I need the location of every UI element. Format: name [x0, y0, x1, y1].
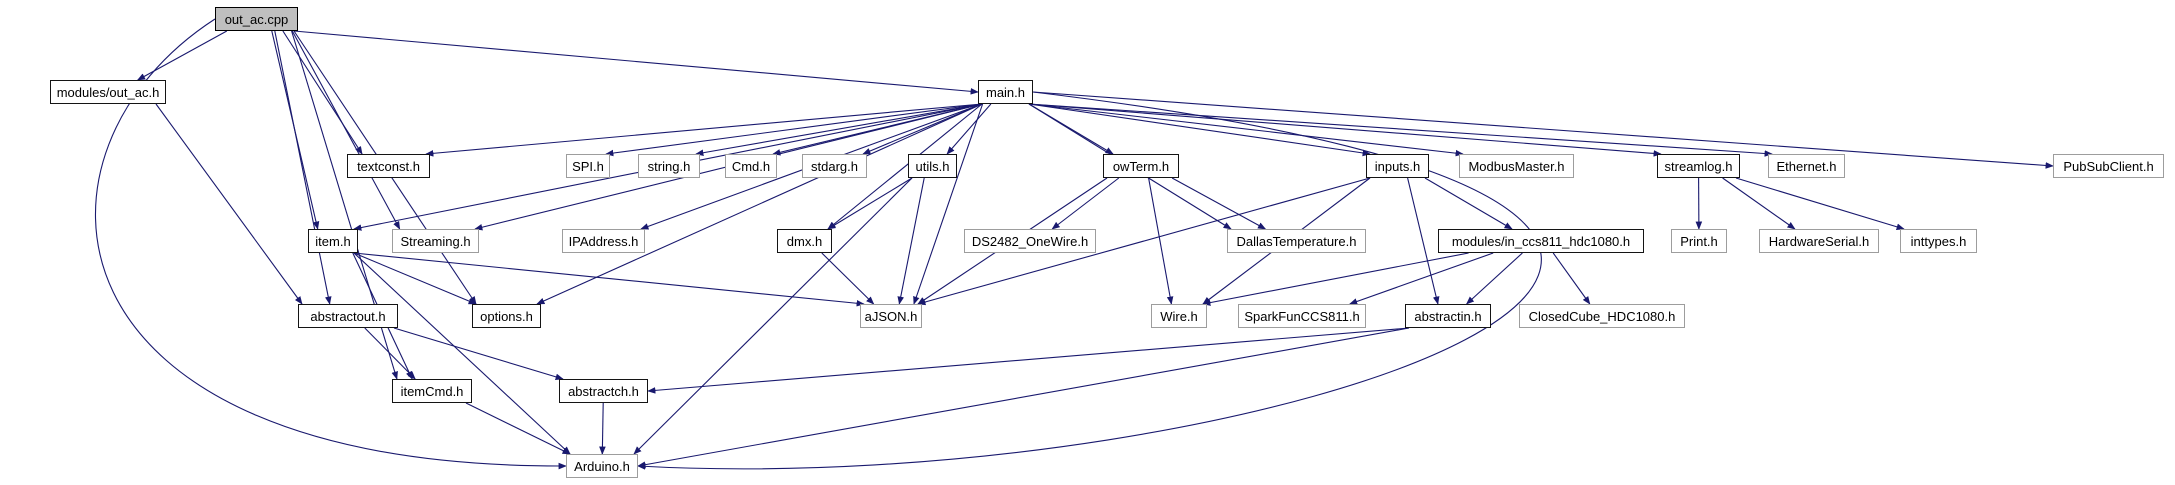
graph-node-textconst_h[interactable]: textconst.h [347, 154, 430, 178]
dependency-edge-abstractin_h-to-abstractch_h [647, 327, 1410, 394]
graph-node-inttypes_h: inttypes.h [1900, 229, 1977, 253]
dependency-edge-in_ccs811_h-to-closedcube_h [1552, 252, 1591, 305]
graph-node-hardwareserial_h: HardwareSerial.h [1759, 229, 1879, 253]
dependency-edge-modules_out_ac_h-to-abstractout_h [155, 103, 303, 305]
dependency-edge-in_ccs811_h-to-sparkfunccs811_h [1349, 252, 1494, 305]
graph-node-modbusmaster_h: ModbusMaster.h [1459, 154, 1574, 178]
dependency-edge-itemcmd_h-to-arduino_h [465, 402, 571, 455]
dependency-edge-abstractch_h-to-arduino_h [599, 402, 606, 455]
dependency-edge-main_h-to-modbusmaster_h [1028, 103, 1464, 157]
dependency-edge-inputs_h-to-abstractin_h [1407, 177, 1440, 305]
graph-node-streaming_h: Streaming.h [392, 229, 479, 253]
dependency-edge-main_h-to-inputs_h [1028, 103, 1371, 157]
dependency-edge-main_h-to-textconst_h [425, 103, 983, 157]
dependency-edge-streamlog_h-to-hardwareserial_h [1722, 177, 1796, 230]
dependency-edge-item_h-to-options_h [353, 252, 477, 305]
graph-node-out_ac_cpp[interactable]: out_ac.cpp [215, 7, 298, 31]
dependency-edge-main_h-to-pubsubclient_h [1032, 91, 2054, 169]
graph-node-string_h: string.h [638, 154, 700, 178]
dependency-edge-abstractin_h-to-arduino_h [637, 327, 1410, 468]
dependency-edge-main_h-to-string_h [695, 103, 983, 156]
dependency-edge-owterm_h-to-wire_h [1148, 177, 1174, 305]
dependency-edge-out_ac_cpp-to-abstractout_h [274, 30, 332, 305]
graph-node-options_h[interactable]: options.h [472, 304, 541, 328]
dependency-edge-inputs_h-to-ajson_h [917, 177, 1371, 306]
dependency-edge-utils_h-to-arduino_h [633, 177, 913, 455]
dependency-edge-utils_h-to-dmx_h [827, 177, 913, 230]
graph-node-owterm_h[interactable]: owTerm.h [1103, 154, 1179, 178]
dependency-edge-main_h-to-utils_h [946, 103, 992, 155]
graph-node-print_h: Print.h [1671, 229, 1727, 253]
dependency-edge-inputs_h-to-in_ccs811_h [1424, 177, 1513, 230]
graph-node-cmd_h: Cmd.h [725, 154, 777, 178]
dependency-edge-main_h-to-dmx_h [827, 103, 983, 230]
dependency-edge-owterm_h-to-dallastemperature_h [1171, 177, 1267, 230]
graph-node-spi_h: SPI.h [566, 154, 610, 178]
graph-node-item_h[interactable]: item.h [308, 229, 358, 253]
graph-node-dallastemperature_h: DallasTemperature.h [1227, 229, 1366, 253]
graph-node-main_h[interactable]: main.h [978, 80, 1033, 104]
graph-node-ipaddress_h: IPAddress.h [562, 229, 645, 253]
graph-node-wire_h: Wire.h [1151, 304, 1207, 328]
dependency-edge-item_h-to-arduino_h [353, 252, 571, 455]
graph-node-stdarg_h: stdarg.h [802, 154, 867, 178]
dependency-edge-abstractout_h-to-itemcmd_h [364, 327, 416, 380]
graph-node-dmx_h[interactable]: dmx.h [777, 229, 832, 253]
graph-node-abstractout_h[interactable]: abstractout.h [298, 304, 398, 328]
graph-node-abstractin_h[interactable]: abstractin.h [1405, 304, 1491, 328]
graph-node-modules_out_ac_h[interactable]: modules/out_ac.h [50, 80, 166, 104]
dependency-edge-out_ac_cpp-to-modules_out_ac_h [136, 30, 228, 81]
graph-node-itemcmd_h[interactable]: itemCmd.h [392, 379, 472, 403]
dependency-edge-dmx_h-to-ajson_h [821, 252, 875, 305]
graph-node-ajson_h: aJSON.h [860, 304, 922, 328]
graph-node-arduino_h: Arduino.h [566, 454, 638, 478]
dependency-edge-main_h-to-ethernet_h [1028, 103, 1773, 157]
dependency-edge-abstractout_h-to-abstractch_h [393, 327, 564, 381]
graph-node-abstractch_h[interactable]: abstractch.h [559, 379, 648, 403]
dependency-edge-main_h-to-options_h [536, 103, 983, 305]
graph-node-in_ccs811_h[interactable]: modules/in_ccs811_hdc1080.h [1438, 229, 1644, 253]
dependency-edge-item_h-to-ajson_h [353, 252, 865, 307]
dependency-edge-main_h-to-ajson_h [913, 103, 984, 305]
graph-node-closedcube_h: ClosedCube_HDC1080.h [1519, 304, 1685, 328]
graph-node-utils_h[interactable]: utils.h [908, 154, 957, 178]
dependency-edge-owterm_h-to-ds2482_h [1051, 177, 1120, 230]
graph-node-ds2482_h: DS2482_OneWire.h [964, 229, 1096, 253]
graph-node-ethernet_h: Ethernet.h [1768, 154, 1845, 178]
graph-node-sparkfunccs811_h: SparkFunCCS811.h [1238, 304, 1366, 328]
dependency-edge-main_h-to-spi_h [605, 103, 983, 157]
graph-node-inputs_h[interactable]: inputs.h [1366, 154, 1429, 178]
dependency-edge-out_ac_cpp-to-textconst_h [282, 30, 363, 155]
dependency-edge-out_ac_cpp-to-streaming_h [291, 30, 401, 230]
dependency-edge-main_h-to-streamlog_h [1028, 103, 1662, 157]
dependency-edge-in_ccs811_h-to-abstractin_h [1465, 252, 1523, 305]
dependency-edge-utils_h-to-ajson_h [897, 177, 925, 305]
graph-node-streamlog_h[interactable]: streamlog.h [1657, 154, 1740, 178]
dependency-edge-out_ac_cpp-to-main_h [293, 30, 979, 95]
graph-node-pubsubclient_h: PubSubClient.h [2053, 154, 2164, 178]
dependency-edge-in_ccs811_h-to-wire_h [1202, 252, 1469, 306]
dependency-edge-streamlog_h-to-inttypes_h [1735, 177, 1905, 231]
